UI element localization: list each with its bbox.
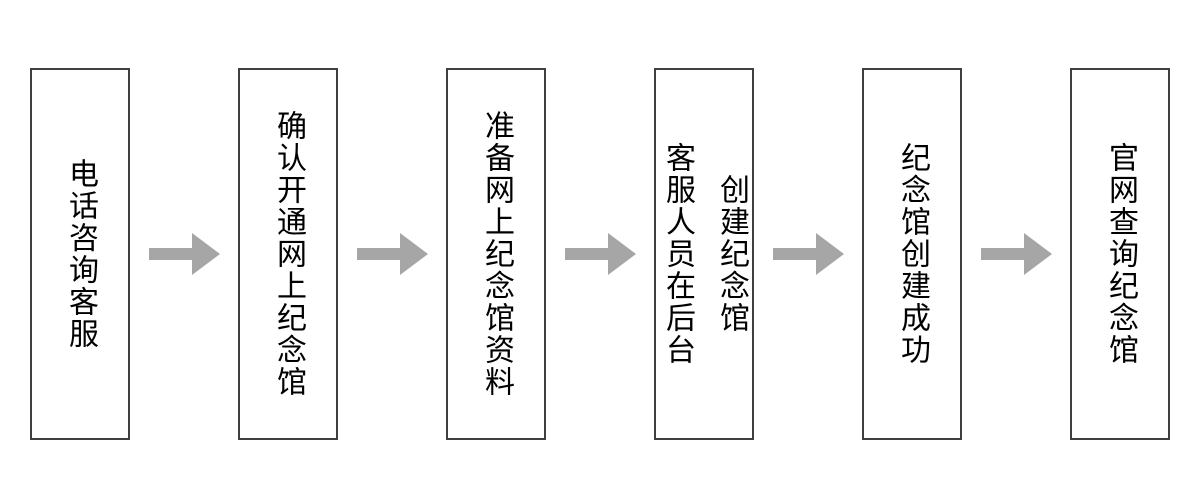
step-box-prepare-materials: 准备网上纪念馆资料 — [446, 68, 546, 440]
step-label: 官网查询纪念馆 — [1104, 142, 1137, 366]
arrow-right-icon — [564, 232, 636, 276]
arrow-right-icon — [980, 232, 1052, 276]
step-box-confirm-open: 确认开通网上纪念馆 — [238, 68, 338, 440]
step-label: 电话咨询客服 — [64, 158, 97, 350]
arrow-right-icon — [772, 232, 844, 276]
step-box-staff-create: 客服人员在后台 创建纪念馆 — [654, 68, 754, 440]
arrow-right-icon — [356, 232, 428, 276]
step-label-line-2: 创建纪念馆 — [715, 174, 748, 334]
step-label-line-1: 客服人员在后台 — [661, 142, 694, 366]
flow-row: 电话咨询客服 确认开通网上纪念馆 准备网上纪念馆资料 — [30, 68, 1170, 440]
step-box-query-official-site: 官网查询纪念馆 — [1070, 68, 1170, 440]
arrow-right-icon — [148, 232, 220, 276]
step-label: 准备网上纪念馆资料 — [480, 110, 513, 398]
step-box-phone-consult: 电话咨询客服 — [30, 68, 130, 440]
step-box-create-success: 纪念馆创建成功 — [862, 68, 962, 440]
step-label: 确认开通网上纪念馆 — [272, 110, 305, 398]
step-label: 纪念馆创建成功 — [896, 142, 929, 366]
